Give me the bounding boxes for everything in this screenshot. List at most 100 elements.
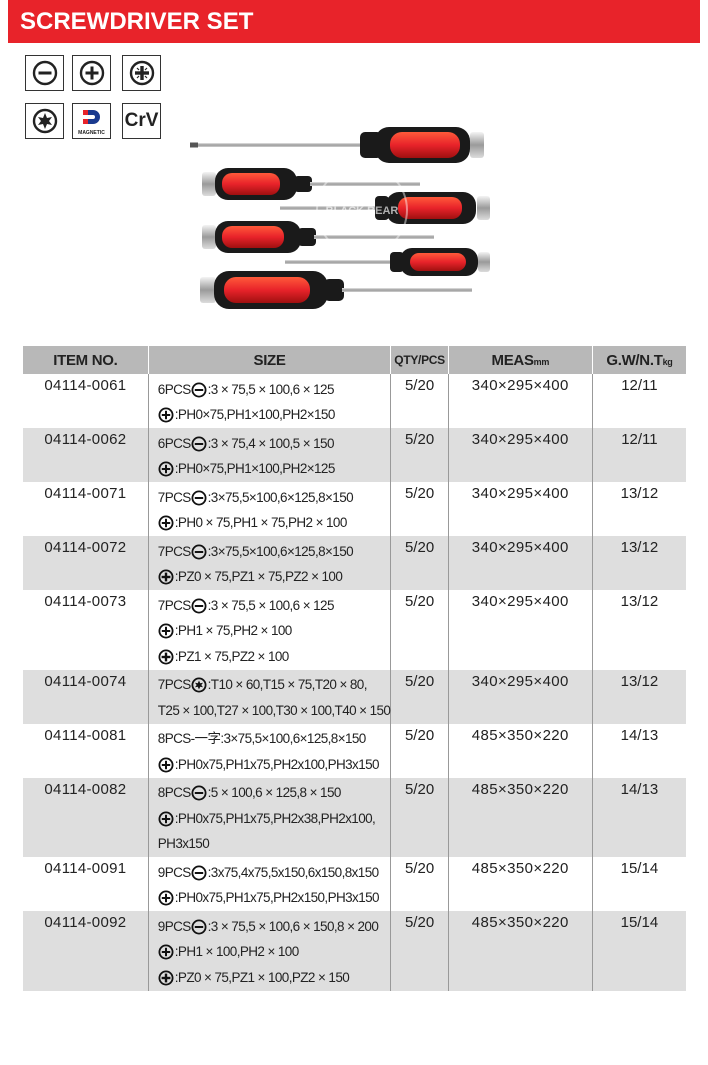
item-number-cell: 04114-0091 (23, 857, 149, 911)
torx-tip-icon (25, 103, 64, 139)
phillips-tip-icon (158, 461, 174, 477)
slotted-tip-icon (191, 382, 207, 398)
meas-cell: 340×295×400 (448, 428, 593, 482)
phillips-tip-icon (158, 944, 174, 960)
qty-cell: 5/20 (390, 590, 449, 670)
meas-cell: 340×295×400 (448, 536, 593, 590)
pozidriv-tip-icon (158, 970, 174, 986)
slotted-tip-icon (191, 436, 207, 452)
phillips-tip-icon (158, 407, 174, 423)
size-line-text: :3×75,5×100,6×125,8×150 (220, 731, 366, 747)
item-number-cell: 04114-0082 (23, 777, 149, 857)
qty-cell: 5/20 (390, 374, 449, 428)
item-number-cell: 04114-0072 (23, 536, 149, 590)
product-photo: BLACK BEAR (190, 127, 490, 309)
table-row: 04114-0072 7PCS:3×75,5×100,6×125,8×150 :PZ… (23, 536, 686, 590)
slotted-tip-icon (191, 865, 207, 881)
size-cell: 6PCS:3 × 75,4 × 100,5 × 150:PH0×75,PH1×1… (148, 428, 392, 483)
meas-cell: 485×350×220 (448, 723, 593, 778)
screwdriver-3 (280, 192, 490, 224)
size-line: :PH0x75,PH1x75,PH2x100,PH3x150 (158, 752, 391, 778)
qty-cell: 5/20 (390, 482, 449, 536)
weight-cell: 15/14 (592, 911, 686, 991)
table-row: 04114-0061 6PCS :3 × 75,5 × 100,6 × 125 :PH… (23, 374, 686, 428)
slotted-tip-icon (191, 544, 207, 560)
weight-cell: 14/13 (620, 726, 659, 744)
size-line-text: :5 × 100,6 × 125,8 × 150 (207, 785, 342, 801)
magnetic-tip-icon: MAGNETIC (72, 103, 111, 139)
slotted-tip-icon (191, 598, 207, 614)
size-cell: 6PCS :3 × 75,5 × 100,6 × 125 :PH0×75,PH1×1… (148, 374, 392, 428)
size-line-prefix: 9PCS (157, 864, 191, 880)
item-number-cell: 04114-0074 (23, 669, 149, 724)
header-size: SIZE (148, 346, 392, 374)
size-line-prefix: 8PCS-一字 (157, 731, 221, 747)
size-line-prefix: 6PCS (157, 381, 191, 397)
meas-cell: 340×295×400 (448, 482, 593, 536)
size-line: 7PCS:3×75,5×100,6×125,8×150 (158, 539, 391, 565)
item-number-cell: 04114-0061 (23, 374, 149, 428)
size-line-text: :3 × 75,5 × 100,6 × 125 (207, 381, 335, 397)
weight-cell: 12/11 (621, 377, 658, 394)
weight-cell: 13/12 (620, 593, 659, 610)
pozidriv-tip-icon (122, 55, 161, 91)
size-line: T25 × 100,T27 × 100,T30 × 100,T40 × 150 (158, 698, 391, 724)
size-cell: 7PCS:T10 × 60,T15 × 75,T20 × 80, T25 × 10… (148, 669, 392, 724)
size-line: :PH0x75,PH1x75,PH2x38,PH2x100, (158, 806, 391, 832)
screwdriver-4 (202, 221, 434, 253)
slotted-tip-icon (191, 785, 207, 801)
phillips-tip-icon (158, 811, 174, 827)
phillips-tip-icon (72, 55, 111, 91)
screwdriver-2 (202, 168, 420, 200)
qty-cell: 5/20 (390, 911, 449, 991)
screwdriver-6 (200, 271, 472, 309)
phillips-tip-icon (158, 623, 174, 639)
header-meas: MEASmm (448, 346, 593, 374)
size-line: 7PCS:T10 × 60,T15 × 75,T20 × 80, (158, 673, 391, 699)
weight-cell: 14/13 (592, 777, 686, 857)
crv-label: CrV (124, 110, 159, 131)
size-line-text: :PH0×75,PH1×100,PH2×150 (174, 407, 336, 423)
size-line-text: :PH0x75,PH1x75,PH2x150,PH3x150 (174, 890, 380, 906)
phillips-tip-icon (158, 515, 174, 531)
meas-cell: 485×350×220 (448, 777, 593, 857)
size-line-text: :PZ1 × 75,PZ2 × 100 (174, 648, 290, 664)
crv-steel-icon: CrV (122, 103, 161, 139)
meas-cell: 340×295×400 (448, 590, 593, 670)
meas-cell: 340×295×400 (448, 374, 593, 428)
size-line-prefix: 7PCS (157, 597, 191, 613)
size-line: :PH1 × 75,PH2 × 100 (158, 619, 391, 645)
size-line-text: :3×75,5×100,6×125,8×150 (207, 489, 354, 505)
size-line: PH3x150 (158, 832, 391, 858)
size-line: :PH0 × 75,PH1 × 75,PH2 × 100 (158, 511, 391, 537)
item-number-cell: 04114-0062 (23, 428, 149, 482)
size-line-text: T25 × 100,T27 × 100,T30 × 100,T40 × 150 (157, 702, 391, 718)
qty-cell: 5/20 (390, 723, 449, 778)
size-line: :PH0×75,PH1×100,PH2×125 (158, 457, 391, 483)
size-line-text: PH3x150 (157, 836, 210, 852)
weight-cell: 15/14 (620, 860, 659, 877)
qty-cell: 5/20 (390, 428, 449, 482)
pozidriv-tip-icon (158, 569, 174, 585)
size-line: :PH0x75,PH1x75,PH2x150,PH3x150 (158, 886, 391, 912)
spec-table-body: 04114-0061 6PCS :3 × 75,5 × 100,6 × 125 :PH… (23, 374, 686, 991)
size-cell: 9PCS:3 × 75,5 × 100,6 × 150,8 × 200 :PH1… (148, 911, 392, 991)
size-line: :PZ1 × 75,PZ2 × 100 (158, 644, 391, 670)
size-line-prefix: 7PCS (157, 489, 191, 505)
page-title: SCREWDRIVER SET (8, 0, 700, 43)
size-line: 8PCS-一字:3×75,5×100,6×125,8×150 (158, 727, 391, 753)
size-line-text: :PZ0 × 75,PZ1 × 75,PZ2 × 100 (174, 569, 343, 585)
spec-table: ITEM NO. SIZE QTY/PCS MEASmm G.W/N.Tkg 0… (23, 346, 686, 991)
size-cell: 7PCS:3×75,5×100,6×125,8×150 :PZ0 × 75,PZ1… (148, 536, 392, 591)
size-line: :PZ0 × 75,PZ1 × 75,PZ2 × 100 (158, 565, 391, 591)
table-header-row: ITEM NO. SIZE QTY/PCS MEASmm G.W/N.Tkg (23, 346, 686, 374)
item-number-cell: 04114-0073 (23, 590, 149, 670)
qty-cell: 5/20 (390, 857, 449, 911)
size-line: 7PCS :3 × 75,5 × 100,6 × 125 (158, 593, 391, 619)
size-cell: 7PCS :3×75,5×100,6×125,8×150 :PH0 × 75,PH1… (148, 482, 392, 537)
header-gw-nt: G.W/N.Tkg (592, 346, 686, 374)
